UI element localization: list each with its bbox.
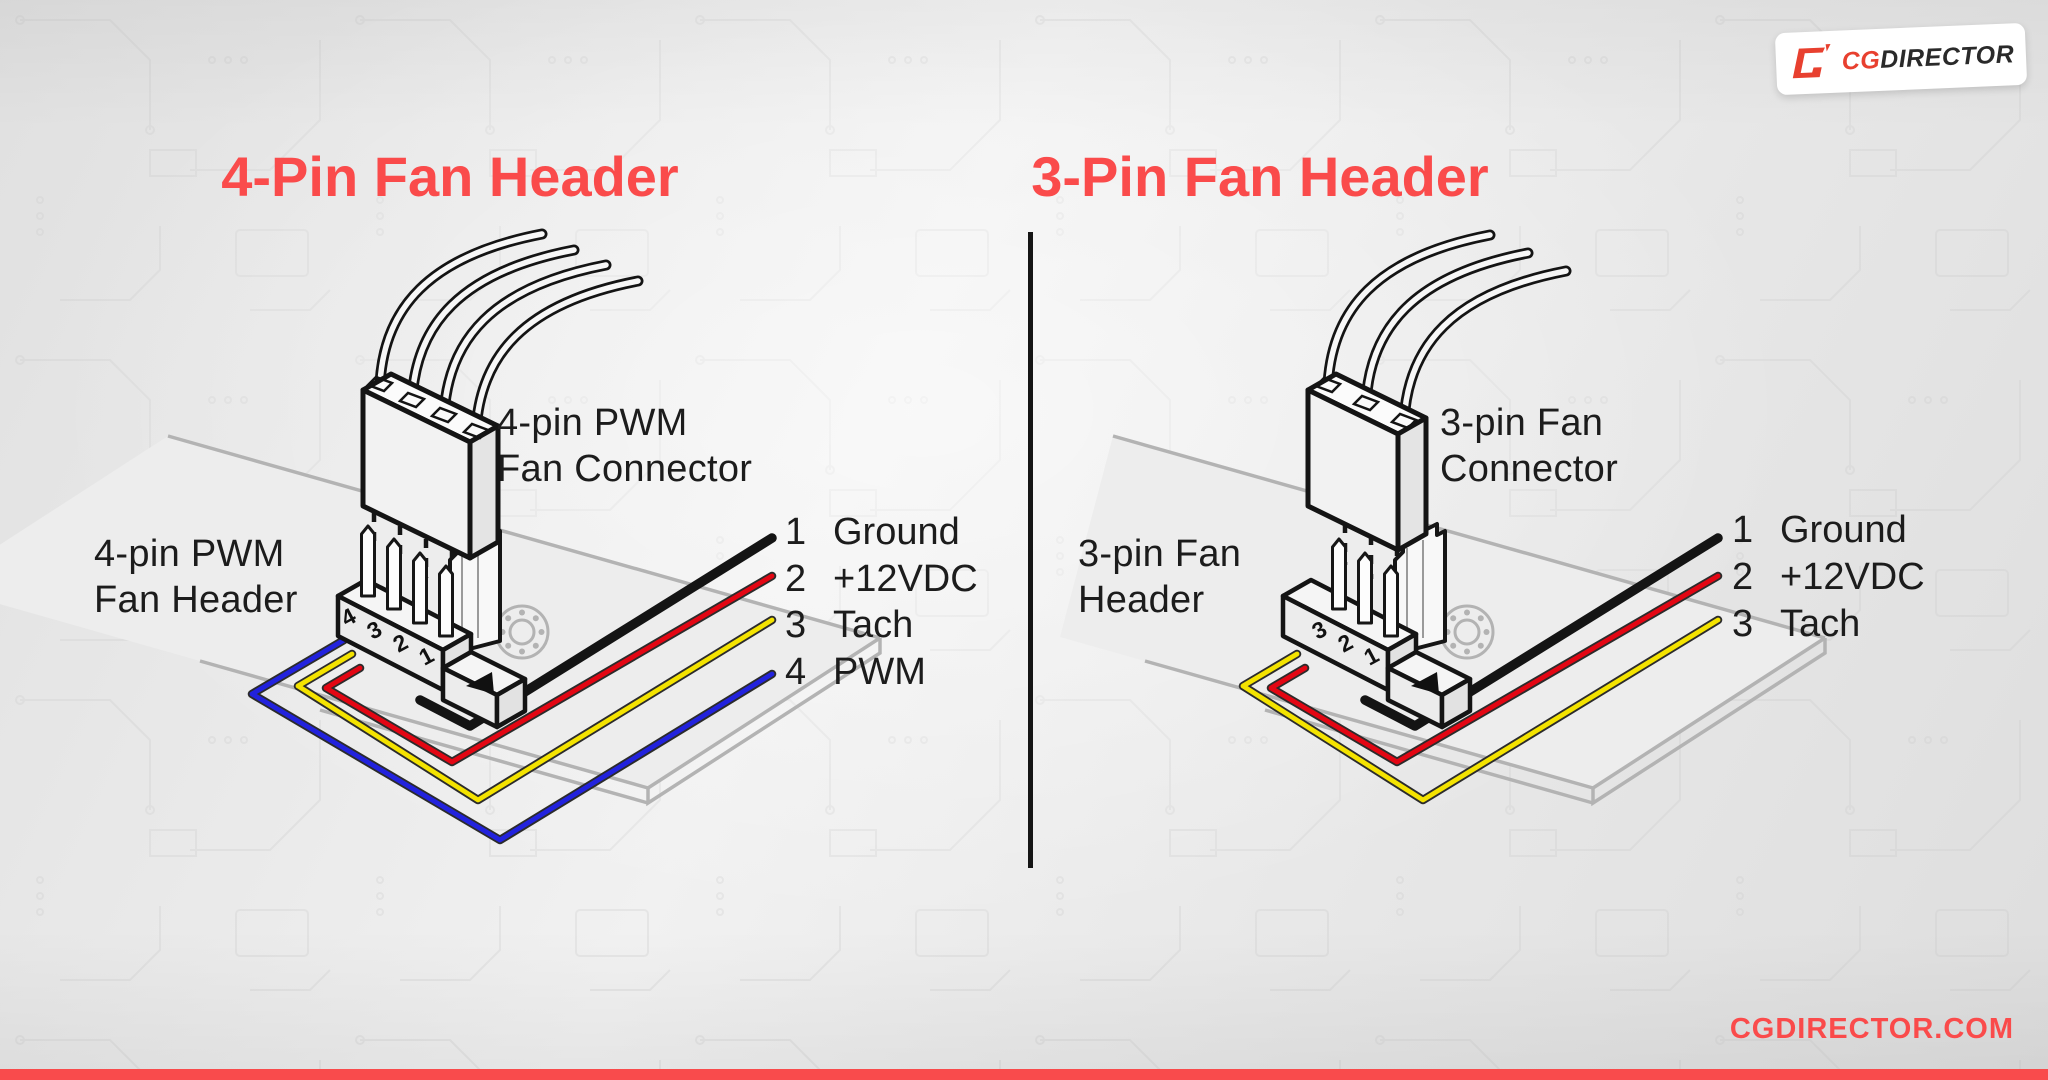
connector-label-line2: Fan Connector	[497, 448, 753, 490]
pin-number: 4	[785, 651, 807, 693]
pin-number: 2	[1732, 556, 1754, 598]
cgdirector-logo-text: CGDIRECTOR	[1841, 40, 2015, 76]
pin-label-row: 4 PWM	[785, 649, 926, 695]
pin-name: Ground	[1780, 509, 1907, 551]
right-title: 3-Pin Fan Header	[1031, 145, 1489, 208]
pin-name: +12VDC	[1780, 556, 1925, 598]
pin-number: 1	[785, 511, 807, 553]
pin-number: 3	[1732, 603, 1754, 645]
pin-name: +12VDC	[833, 558, 978, 600]
header-label-line2: Fan Header	[94, 579, 298, 621]
pin-number: 1	[1732, 509, 1754, 551]
header-label-right: 3-pin Fan Header	[1078, 531, 1241, 623]
header-label-line2: Header	[1078, 579, 1205, 621]
footer-site-url: CGDIRECTOR.COM	[1729, 1013, 2014, 1045]
left-title: 4-Pin Fan Header	[221, 145, 679, 208]
header-label-line1: 4-pin PWM	[94, 533, 285, 575]
center-divider-line	[1028, 232, 1033, 868]
connector-label-right: 3-pin Fan Connector	[1440, 400, 1618, 492]
fan-connector-right	[1305, 229, 1572, 553]
pin-label-row: 2 +12VDC	[785, 556, 978, 602]
pin-label-row: 3 Tach	[1732, 601, 1860, 647]
pin-name: Tach	[833, 604, 914, 646]
logo-director: DIRECTOR	[1879, 39, 2015, 74]
logo-cg: CG	[1841, 45, 1881, 75]
fan-connector-left	[360, 228, 644, 561]
connector-label-left: 4-pin PWM Fan Connector	[497, 400, 752, 492]
header-label-line1: 3-pin Fan	[1078, 533, 1242, 575]
connector-label-line1: 3-pin Fan	[1440, 402, 1604, 444]
pin-name: PWM	[833, 651, 926, 693]
pin-label-row: 1 Ground	[1732, 507, 1907, 553]
pin-label-row: 2 +12VDC	[1732, 554, 1925, 600]
footer-bar	[0, 1069, 2048, 1080]
pin-name: Ground	[833, 511, 960, 553]
header-label-left: 4-pin PWM Fan Header	[94, 531, 298, 623]
pin-label-row: 3 Tach	[785, 602, 913, 648]
pin-label-row: 1 Ground	[785, 509, 960, 555]
pin-number: 3	[785, 604, 807, 646]
cgdirector-logo-icon	[1792, 44, 1831, 79]
cgdirector-logo: CGDIRECTOR	[1774, 22, 2028, 96]
pin-name: Tach	[1780, 603, 1861, 645]
connector-label-line2: Connector	[1440, 448, 1619, 490]
connector-label-line1: 4-pin PWM	[497, 402, 688, 444]
pin-number: 2	[785, 558, 807, 600]
